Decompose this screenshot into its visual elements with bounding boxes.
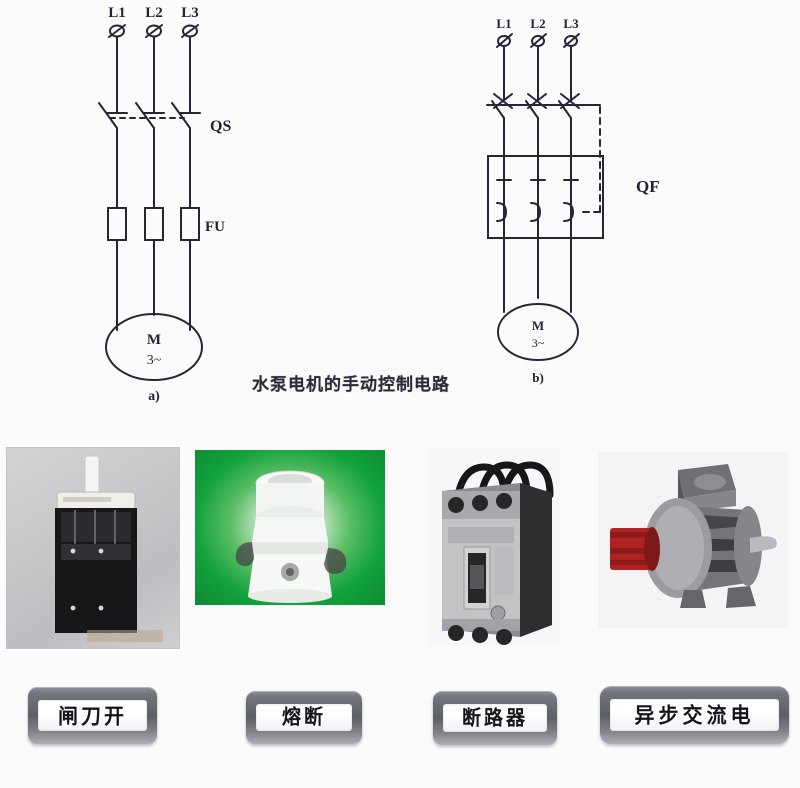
label-plate-circuit-breaker[interactable]: 断路器 [433, 691, 557, 745]
fuse-l1 [107, 207, 127, 241]
terminal-l2-a [145, 24, 163, 38]
plate-face: 异步交流电 [610, 699, 779, 731]
plate-face: 闸刀开 [38, 700, 147, 731]
circuit-breaker-photo [428, 447, 560, 645]
motor-symbol-b [497, 303, 579, 361]
release-l3 [563, 179, 579, 222]
motor-symbol-a [105, 313, 203, 381]
schematic-area: L1 L2 L3 QS FU M 3~ a) L1 L2 L3 QF M 3~ … [98, 5, 660, 404]
photo-row [0, 447, 800, 662]
label-l1-b: L1 [496, 16, 511, 31]
label-plate-knife-switch[interactable]: 闸刀开 [28, 687, 157, 744]
terminal-l3-a [181, 24, 199, 38]
knife-switch-photo [6, 447, 180, 649]
induction-motor-photo [598, 452, 788, 628]
schematic-svg: L1 L2 L3 QS FU M 3~ a) L1 L2 L3 QF M 3~ … [98, 5, 660, 404]
motor-sub-a: 3~ [147, 353, 162, 368]
motor-label-a: M [147, 332, 161, 348]
terminal-l1-a [108, 24, 126, 38]
label-qf: QF [636, 177, 660, 196]
release-l1 [496, 179, 512, 222]
label-l2-b: L2 [530, 16, 545, 31]
diagram-b-id: b) [532, 370, 544, 385]
fuse-photo [195, 450, 385, 605]
motor-label-b: M [532, 318, 544, 333]
diagram-a-id: a) [148, 389, 160, 404]
breaker-body-box [487, 155, 604, 239]
label-row: 闸刀开 熔断 断路器 异步交流电 [0, 683, 800, 788]
label-text-induction-motor: 异步交流电 [634, 702, 755, 728]
plate-face: 熔断 [256, 704, 352, 731]
figure-caption: 水泵电机的手动控制电路 [252, 375, 450, 395]
label-l2-a: L2 [145, 5, 163, 21]
terminal-l1-b [496, 33, 513, 48]
label-text-knife-switch: 闸刀开 [58, 702, 127, 729]
label-l1-a: L1 [108, 5, 126, 21]
motor-sub-b: 3~ [532, 336, 545, 350]
trip-linkage-dashed [577, 106, 601, 213]
label-l3-a: L3 [181, 5, 199, 21]
label-l3-b: L3 [563, 16, 579, 31]
terminal-l2-b [530, 33, 547, 48]
label-qs: QS [210, 118, 231, 135]
release-l2 [530, 179, 546, 222]
plate-face: 断路器 [443, 704, 547, 732]
label-text-fuse: 熔断 [281, 705, 326, 729]
fuse-l2 [144, 207, 164, 241]
fuse-l3 [180, 207, 200, 241]
terminal-l3-b [563, 33, 580, 48]
label-plate-fuse[interactable]: 熔断 [246, 691, 362, 744]
label-fu: FU [205, 219, 225, 235]
label-text-circuit-breaker: 断路器 [461, 705, 528, 730]
label-plate-induction-motor[interactable]: 异步交流电 [600, 686, 789, 744]
